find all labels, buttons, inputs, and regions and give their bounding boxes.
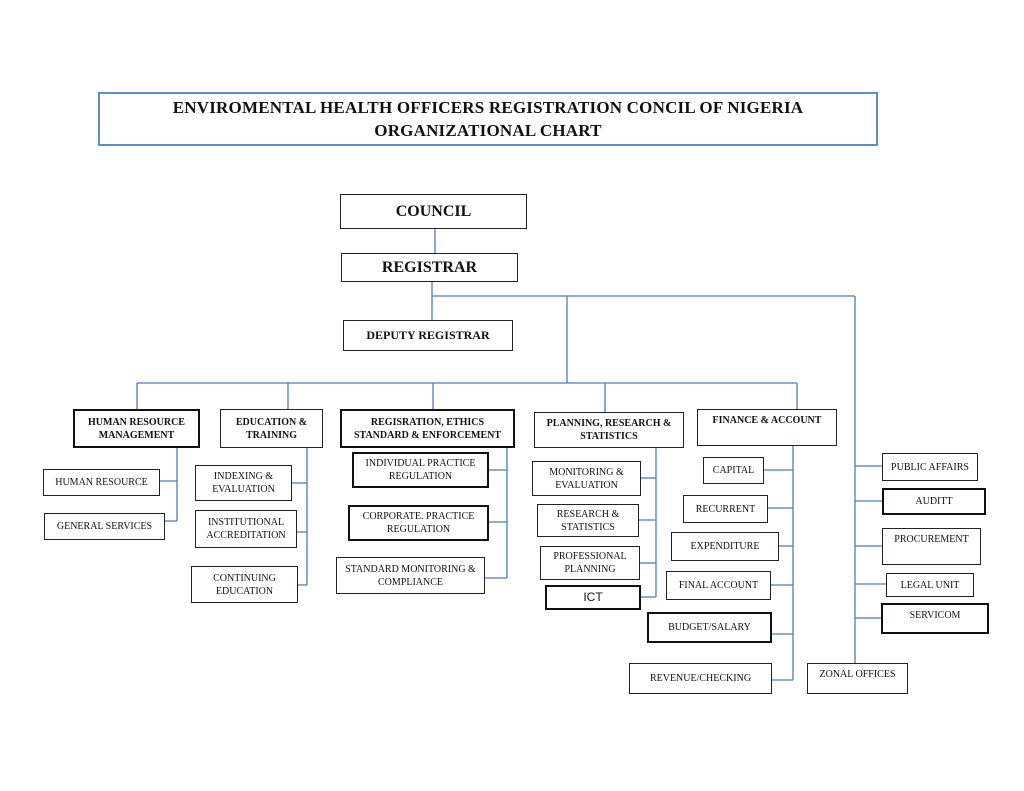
dept-finance-account: FINANCE & ACCOUNT bbox=[697, 409, 837, 446]
dept-planning-research: PLANNING, RESEARCH & STATISTICS bbox=[534, 412, 684, 448]
unit-professional-planning: PROFESSIONAL PLANNING bbox=[540, 546, 640, 580]
title-line-1: ENVIROMENTAL HEALTH OFFICERS REGISTRATIO… bbox=[172, 98, 804, 117]
unit-servicom: SERVICOM bbox=[881, 603, 989, 634]
title-line-2: ORGANIZATIONAL CHART bbox=[374, 121, 602, 140]
unit-procurement: PROCUREMENT bbox=[882, 528, 981, 565]
unit-indexing-evaluation: INDEXING & EVALUATION bbox=[195, 465, 292, 501]
council-box: COUNCIL bbox=[340, 194, 527, 229]
unit-continuing-education: CONTINUING EDUCATION bbox=[191, 566, 298, 603]
unit-research-statistics: RESEARCH & STATISTICS bbox=[537, 504, 639, 537]
unit-revenue-checking: REVENUE/CHECKING bbox=[629, 663, 772, 694]
unit-corporate-practice-regulation: CORPORATE. PRACTICE REGULATION bbox=[348, 505, 489, 541]
unit-expenditure: EXPENDITURE bbox=[671, 532, 779, 561]
dept-human-resource-management: HUMAN RESOURCE MANAGEMENT bbox=[73, 409, 200, 448]
unit-zonal-offices: ZONAL OFFICES bbox=[807, 663, 908, 694]
deputy-registrar-box: DEPUTY REGISTRAR bbox=[343, 320, 513, 351]
unit-audit: AUDITT bbox=[882, 488, 986, 515]
dept-registration-ethics: REGISRATION, ETHICS STANDARD & ENFORCEME… bbox=[340, 409, 515, 448]
dept-education-training: EDUCATION & TRAINING bbox=[220, 409, 323, 448]
unit-capital: CAPITAL bbox=[703, 457, 764, 484]
registrar-box: REGISTRAR bbox=[341, 253, 518, 282]
chart-title: ENVIROMENTAL HEALTH OFFICERS REGISTRATIO… bbox=[98, 92, 878, 146]
unit-general-services: GENERAL SERVICES bbox=[44, 513, 165, 540]
unit-final-account: FINAL ACCOUNT bbox=[666, 571, 771, 600]
unit-human-resource: HUMAN RESOURCE bbox=[43, 469, 160, 496]
unit-public-affairs: PUBLIC AFFAIRS bbox=[882, 453, 978, 481]
unit-institutional-accreditation: INSTITUTIONAL ACCREDITATION bbox=[195, 510, 297, 548]
unit-budget-salary: BUDGET/SALARY bbox=[647, 612, 772, 643]
unit-ict: ICT bbox=[545, 585, 641, 610]
unit-standard-monitoring-compliance: STANDARD MONITORING & COMPLIANCE bbox=[336, 557, 485, 594]
unit-legal-unit: LEGAL UNIT bbox=[886, 573, 974, 597]
unit-recurrent: RECURRENT bbox=[683, 495, 768, 523]
unit-monitoring-evaluation: MONITORING & EVALUATION bbox=[532, 461, 641, 496]
unit-individual-practice-regulation: INDIVIDUAL PRACTICE REGULATION bbox=[352, 452, 489, 488]
